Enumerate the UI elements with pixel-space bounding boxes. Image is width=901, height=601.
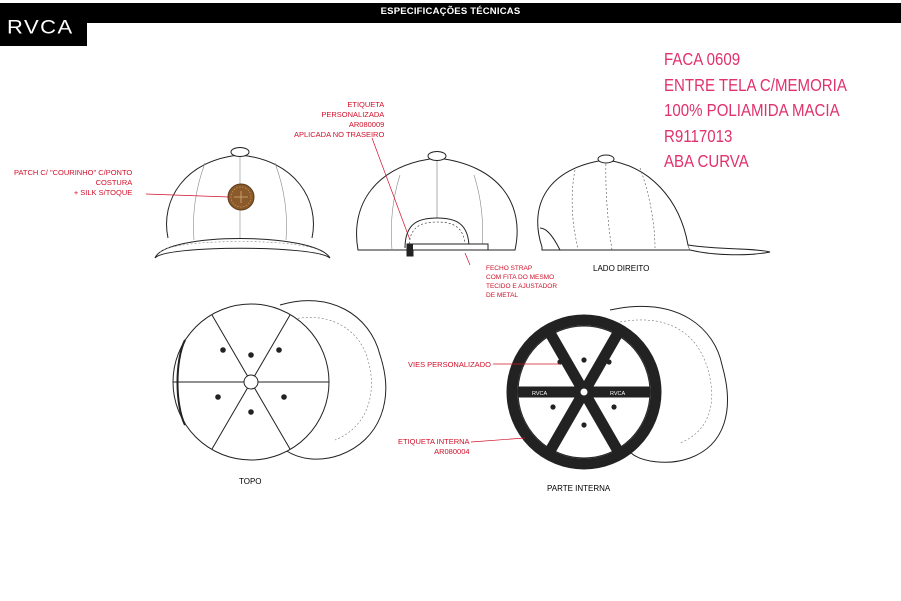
cap-side-view bbox=[537, 154, 771, 256]
cap-back-view bbox=[356, 151, 518, 257]
view-label-side: LADO DIREITO bbox=[593, 264, 650, 273]
note-line: AR080009 bbox=[348, 120, 385, 129]
brand-logo-text: RVCA bbox=[7, 15, 74, 38]
spec-line: FACA 0609 bbox=[664, 49, 741, 69]
cap-internal-view bbox=[506, 305, 728, 470]
fecho-note: FECHO STRAP COM FITA DO MESMO TECIDO E A… bbox=[486, 264, 557, 300]
spec-line: ABA CURVA bbox=[664, 151, 749, 171]
note-line: COM FITA DO MESMO bbox=[486, 274, 555, 281]
spec-list: FACA 0609 ENTRE TELA C/MEMORIA 100% POLI… bbox=[664, 47, 847, 175]
note-line: FECHO STRAP bbox=[486, 265, 533, 272]
note-line: PERSONALIZADA bbox=[321, 110, 385, 119]
note-line: ETIQUETA bbox=[347, 100, 385, 109]
brand-logo: RVCA bbox=[0, 3, 87, 46]
note-line: DE METAL bbox=[486, 292, 519, 299]
spec-line: R9117013 bbox=[664, 125, 733, 146]
tape-label: RVCA bbox=[610, 391, 626, 397]
note-line: AR080004 bbox=[434, 447, 470, 456]
cap-front-view bbox=[154, 147, 331, 259]
page-title: ESPECIFICAÇÕES TÉCNICAS bbox=[380, 6, 521, 17]
note-line: COSTURA bbox=[95, 178, 133, 187]
callout-lines bbox=[145, 137, 560, 443]
note-line: ETIQUETA INTERNA bbox=[398, 437, 470, 446]
note-line: PATCH C/ "COURINHO" C/PONTO bbox=[14, 168, 133, 177]
header-bar: ESPECIFICAÇÕES TÉCNICAS bbox=[0, 3, 901, 23]
etiqueta-note: ETIQUETA PERSONALIZADA AR080009 APLICADA… bbox=[294, 100, 384, 140]
view-label-top: TOPO bbox=[239, 477, 262, 486]
etiqueta-interna-note: ETIQUETA INTERNA AR080004 bbox=[398, 437, 470, 457]
cap-top-view bbox=[172, 300, 387, 461]
vies-note: VIES PERSONALIZADO bbox=[408, 360, 491, 369]
note-line: TECIDO E AJUSTADOR bbox=[486, 283, 558, 290]
spec-line: 100% POLIAMIDA MACIA bbox=[664, 100, 840, 120]
view-label-internal: PARTE INTERNA bbox=[547, 484, 611, 493]
tape-label: RVCA bbox=[532, 391, 548, 397]
spec-line: ENTRE TELA C/MEMORIA bbox=[664, 74, 847, 95]
patch-note: PATCH C/ "COURINHO" C/PONTO COSTURA + SI… bbox=[14, 168, 132, 198]
note-line: APLICADA NO TRASEIRO bbox=[294, 130, 385, 139]
note-line: + SILK S/TOQUE bbox=[73, 188, 133, 197]
